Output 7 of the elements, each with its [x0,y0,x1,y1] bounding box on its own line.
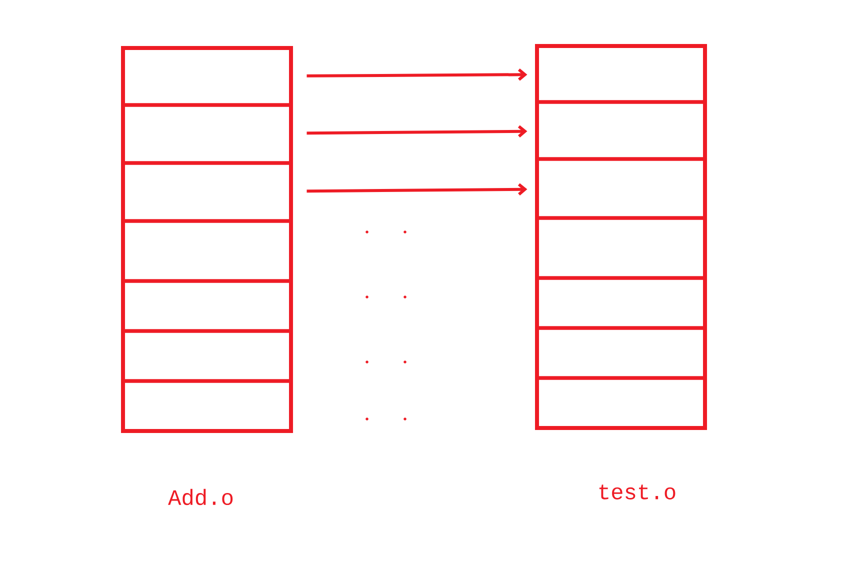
arrow [306,183,528,196]
memory-cell [535,376,707,430]
arrow [306,68,528,81]
file-label: test.o [599,484,676,500]
memory-cell [121,379,293,433]
arrow [306,125,528,138]
file-label: Add.o [168,488,233,506]
